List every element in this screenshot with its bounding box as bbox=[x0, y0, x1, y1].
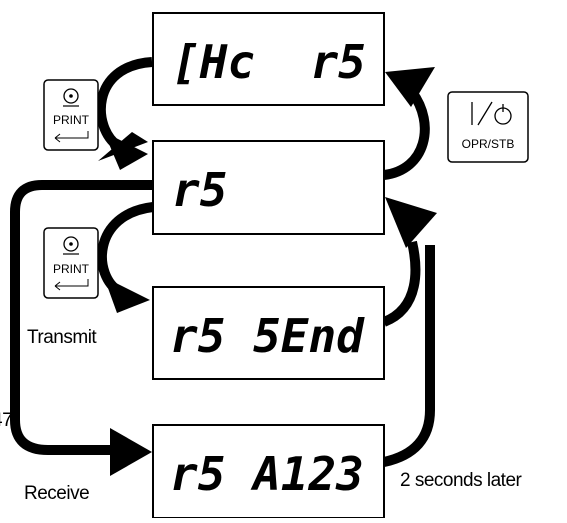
receive-label: Receive bbox=[24, 483, 90, 504]
print-key-middle-label: PRINT bbox=[53, 262, 90, 276]
opr-stb-key[interactable]: OPR/STB bbox=[447, 91, 529, 163]
arrowhead-send-to-rs bbox=[385, 197, 437, 248]
display-rs-send bbox=[152, 286, 385, 380]
print-key-icon bbox=[63, 236, 79, 252]
print-key-top-label: PRINT bbox=[53, 113, 90, 127]
power-standby-icon bbox=[471, 101, 512, 126]
display-rs bbox=[152, 140, 385, 235]
arrowhead-rs-to-a123 bbox=[110, 428, 152, 476]
arrowhead-chc-to-rs-b bbox=[104, 132, 148, 170]
flow-arrow-rs-to-chc bbox=[383, 89, 430, 180]
print-key-top[interactable]: PRINT bbox=[43, 79, 99, 151]
page-number-fragment: 47 bbox=[0, 410, 13, 431]
flow-arrow-send-to-rs bbox=[381, 240, 421, 327]
display-chc-rs bbox=[152, 12, 385, 106]
print-key-icon bbox=[63, 88, 79, 104]
flow-arrow-chc-to-rs bbox=[95, 57, 153, 151]
arrowhead-rs-to-chc bbox=[385, 67, 435, 107]
display-text-rs: r5 bbox=[172, 163, 227, 217]
flow-arrow-rs-to-send bbox=[97, 202, 154, 297]
display-text-chc-rs: [Hc r5 bbox=[172, 35, 366, 89]
transmit-label: Transmit bbox=[27, 327, 97, 348]
flow-arrow-a123-to-rs bbox=[382, 245, 435, 467]
display-rs-a123 bbox=[152, 424, 385, 519]
display-text-rs-send: r5 5End bbox=[170, 309, 365, 363]
enter-arrow-icon bbox=[54, 131, 89, 143]
display-text-rs-a123: r5 A123 bbox=[170, 447, 364, 501]
opr-stb-key-label: OPR/STB bbox=[462, 137, 515, 151]
enter-arrow-icon bbox=[54, 279, 89, 291]
flow-arrow-rs-to-a123 bbox=[10, 180, 153, 455]
seconds-later-label: 2 seconds later bbox=[400, 470, 522, 491]
print-key-middle[interactable]: PRINT bbox=[43, 227, 99, 299]
arrowhead-rs-to-send bbox=[104, 277, 150, 313]
